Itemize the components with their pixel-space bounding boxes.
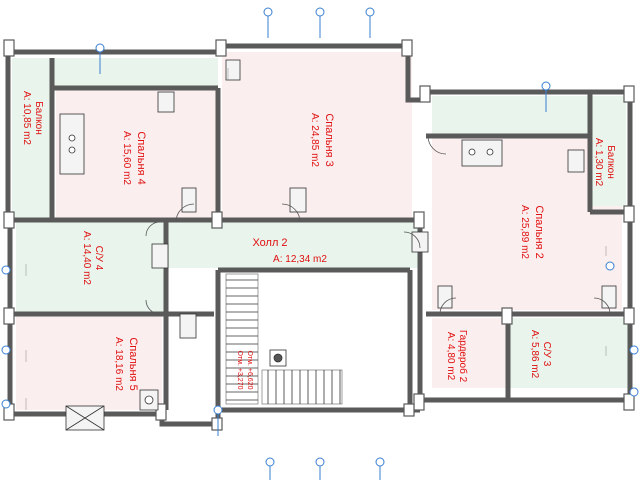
tub-spalnya4	[59, 113, 85, 175]
label-spalnya2: Спальня 2 A: 25,89 m2	[519, 205, 545, 259]
label-su3: С/У 3 A: 5,86 m2	[529, 330, 552, 379]
room-garderob2	[432, 318, 506, 388]
axis-bubble	[365, 7, 375, 38]
room-name: С/У 3	[541, 342, 552, 367]
room-holl2	[166, 222, 420, 268]
staircase	[225, 273, 343, 405]
stair-level-top: Отм. +6,620	[246, 351, 253, 390]
room-name: Спальня 2	[533, 205, 545, 258]
room-area: A: 14,40 m2	[81, 231, 92, 285]
label-spalnya3: Спальня 3 A: 24,85 m2	[309, 113, 335, 167]
wall-ends	[3, 39, 635, 431]
axis-bubble	[263, 7, 273, 38]
room-su4	[16, 222, 166, 312]
room-su3	[510, 318, 628, 388]
label-spalnya4: Спальня 4 A: 15,60 m2	[121, 131, 147, 185]
room-name: Балкон	[605, 145, 616, 179]
tub-spalnya2	[461, 139, 503, 167]
label-su4: С/У 4 A: 14,40 m2	[81, 231, 104, 285]
axis-bubble	[1, 399, 11, 409]
label-balkon-left: Балкон A: 10,85 m2	[21, 91, 44, 145]
axis-bubble	[629, 387, 639, 397]
label-balkon-right: Балкон A: 1,30 m2	[593, 138, 616, 187]
axis-bubble	[213, 405, 223, 436]
room-spalnya5	[16, 316, 162, 410]
axis-bubble	[605, 261, 615, 271]
dimension-marks	[25, 68, 607, 410]
axis-bubble	[1, 265, 11, 275]
room-name: Спальня 5	[127, 337, 139, 390]
room-area: A: 25,89 m2	[519, 205, 530, 259]
axis-bubble	[315, 7, 325, 38]
axis-bubble	[541, 81, 551, 112]
room-name: Балкон	[33, 101, 44, 135]
room-area: A: 10,85 m2	[21, 91, 32, 145]
room-area: A: 1,30 m2	[593, 138, 604, 187]
label-stair-levels: Отм. +6,620 Отм. +3,270	[236, 351, 253, 390]
room-area: A: 24,85 m2	[309, 113, 320, 167]
label-garderob2: Гардероб 2 A: 4,80 m2	[445, 330, 469, 383]
room-labels: Спальня 3 A: 24,85 m2 Спальня 4 A: 15,60…	[21, 91, 616, 391]
axis-bubble	[265, 457, 275, 480]
room-name: Спальня 3	[323, 113, 335, 166]
axis-bubble	[629, 345, 639, 355]
room-area: A: 18,16 m2	[113, 337, 124, 391]
axis-bubble	[95, 43, 105, 74]
room-area: A: 15,60 m2	[121, 131, 132, 185]
room-name: Спальня 4	[135, 131, 147, 184]
room-name: Холл 2	[252, 237, 287, 249]
room-name: С/У 4	[93, 246, 104, 271]
label-holl2: Холл 2 A: 12,34 m2	[252, 237, 327, 265]
room-upper-right	[432, 96, 590, 136]
room-balkon-top	[48, 58, 218, 88]
room-area: A: 4,80 m2	[445, 332, 456, 381]
room-name: Гардероб 2	[457, 330, 469, 383]
room-balkon-right	[590, 96, 626, 206]
room-balkon-left	[12, 58, 52, 218]
fixtures	[59, 59, 617, 431]
stair-level-bottom: Отм. +3,270	[236, 351, 243, 390]
axis-markers	[1, 7, 639, 480]
axis-bubble	[375, 457, 385, 480]
axis-bubble	[315, 457, 325, 480]
room-spalnya3	[222, 52, 412, 220]
label-spalnya5: Спальня 5 A: 18,16 m2	[113, 337, 139, 391]
axis-bubble	[1, 345, 11, 355]
room-area: A: 5,86 m2	[529, 330, 540, 379]
doors	[145, 135, 611, 315]
room-area: A: 12,34 m2	[273, 254, 327, 265]
